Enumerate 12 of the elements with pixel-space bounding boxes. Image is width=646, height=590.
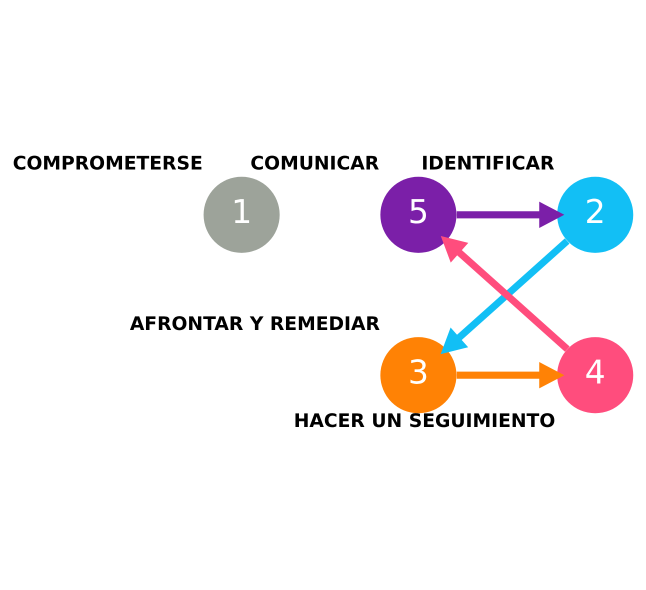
node-circle: 2 (557, 176, 634, 253)
node-label: AFRONTAR Y REMEDIAR (130, 314, 380, 335)
node-label: HACER UN SEGUIMIENTO (294, 411, 556, 432)
node-label: IDENTIFICAR (421, 154, 554, 174)
node-circle: 5 (380, 176, 456, 253)
node-label: COMUNICAR (250, 154, 380, 174)
node-circle: 3 (380, 337, 456, 414)
arrow (456, 202, 564, 228)
arrow (456, 362, 564, 388)
node-label: COMPROMETERSE (12, 154, 203, 174)
node-circle: 4 (557, 337, 634, 414)
node-circle: 1 (204, 176, 280, 253)
